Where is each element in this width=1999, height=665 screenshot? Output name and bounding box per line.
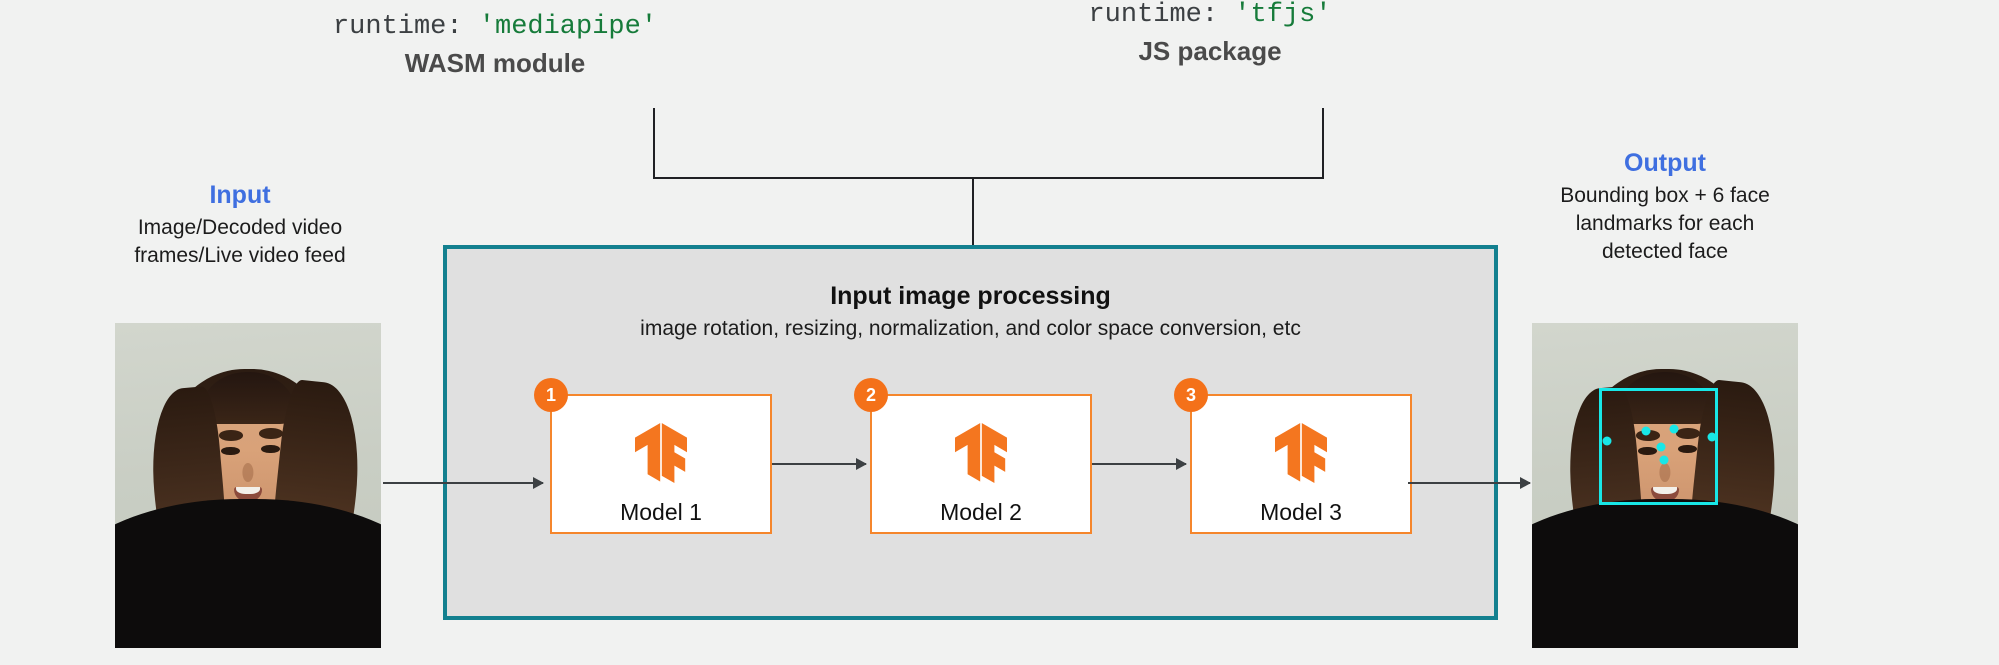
landmark-right-eye [1669,424,1679,434]
output-photo [1532,323,1798,648]
runtime-code-prefix: runtime: [1088,0,1235,30]
runtime-label-mediapipe: runtime: 'mediapipe' WASM module [285,12,705,79]
output-label-group: Output Bounding box + 6 face landmarks f… [1540,148,1790,266]
photo-mouth [234,487,262,503]
processing-panel-subtitle: image rotation, resizing, normalization,… [640,317,1301,340]
photo-shoulders [115,498,381,648]
model-badge-1: 1 [534,378,568,412]
photo-nose [1659,462,1671,483]
tensorflow-logo-icon [955,423,1007,483]
runtime-subtitle-wasm: WASM module [404,48,586,79]
runtime-code-prefix: runtime: [332,12,479,42]
photo-right-eye [1678,444,1697,454]
landmark-right-ear [1707,432,1717,441]
photo-left-eye [1638,446,1657,455]
model-card-1[interactable]: 1 Model 1 [534,378,772,534]
runtime-subtitle-jspackage: JS package [1138,36,1282,67]
processing-panel-title: Input image processing [830,282,1111,310]
runtime-code-value: 'mediapipe' [478,12,658,42]
tensorflow-logo-icon [1275,423,1327,483]
model-label-2: Model 2 [940,499,1022,525]
model-badge-3: 3 [1174,378,1208,412]
output-description-line-2: landmarks for each [1575,212,1755,236]
tensorflow-logo-icon [635,423,687,483]
connector-line-left-vertical [653,108,655,178]
input-image-processing-panel: Input image processing image rotation, r… [443,245,1498,620]
model-label-1: Model 1 [620,499,702,525]
input-description-line-1: Image/Decoded video [137,216,343,240]
landmark-nose-tip [1656,442,1666,451]
input-description-line-2: frames/Live video feed [134,244,346,268]
connector-line-center-vertical [972,177,974,247]
input-label-group: Input Image/Decoded video frames/Live vi… [115,180,365,270]
photo-mouth [1651,487,1679,503]
runtime-code-value: 'tfjs' [1234,0,1332,30]
connector-line-horizontal [653,177,1324,179]
face-bounding-box [1598,388,1719,505]
landmark-mouth [1659,455,1669,465]
model-label-3: Model 3 [1260,499,1342,525]
arrow-model2-to-model3 [1092,463,1186,465]
photo-shoulders [1532,498,1798,648]
connector-line-right-vertical [1322,108,1324,178]
output-title: Output [1624,149,1706,177]
output-description-line-1: Bounding box + 6 face [1560,184,1770,208]
output-description-line-3: detected face [1601,240,1729,264]
photo-left-eye [221,446,240,455]
landmark-left-eye [1641,426,1651,436]
model-card-2[interactable]: 2 Model 2 [854,378,1092,534]
photo-right-brow [258,428,283,439]
photo-left-brow [218,430,243,441]
photo-right-brow [1675,428,1700,439]
runtime-code-mediapipe: runtime: 'mediapipe' [285,12,705,43]
model-card-3[interactable]: 3 Model 3 [1174,378,1412,534]
input-photo [115,323,381,648]
model-badge-2: 2 [854,378,888,412]
arrow-input-to-model1 [383,482,543,484]
landmark-left-ear [1602,436,1612,446]
photo-left-brow [1635,430,1660,441]
runtime-label-tfjs: runtime: 'tfjs' JS package [1000,0,1420,67]
arrow-model3-to-output [1408,482,1530,484]
input-title: Input [209,181,271,209]
photo-nose [242,462,254,483]
runtime-code-tfjs: runtime: 'tfjs' [1000,0,1420,31]
photo-right-eye [261,444,280,454]
arrow-model1-to-model2 [772,463,866,465]
